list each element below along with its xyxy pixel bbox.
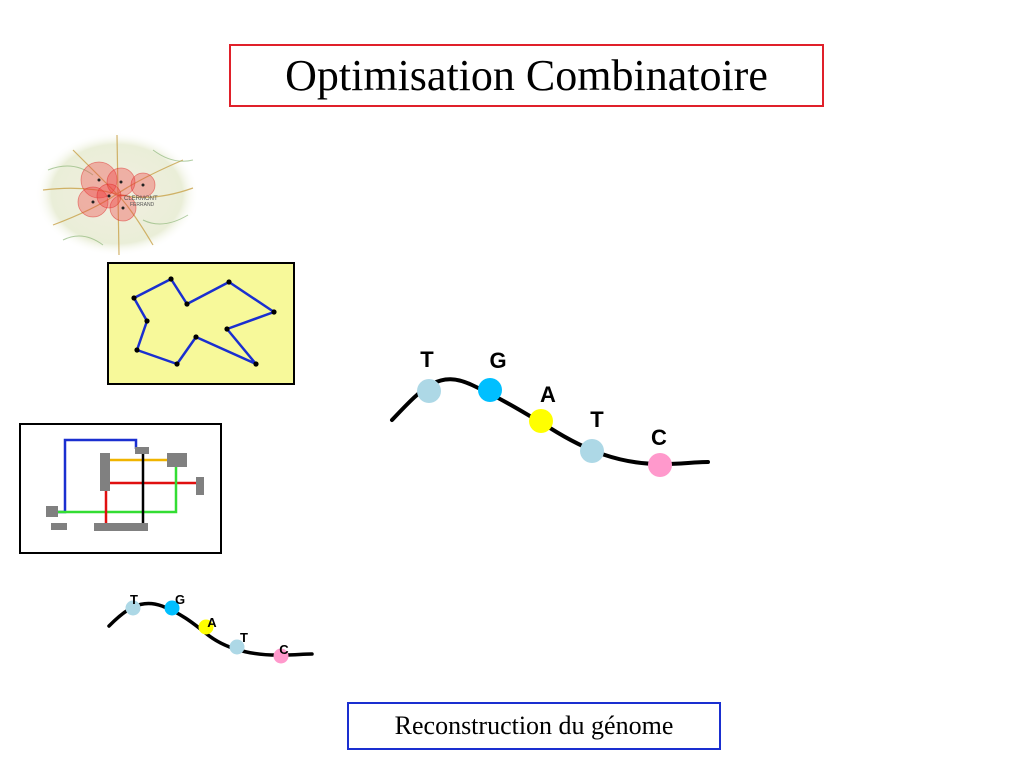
dna-large-base-label-4: T: [590, 407, 604, 432]
circuit-routing-panel: [19, 423, 222, 554]
dna-strand-large: T G A T C: [380, 340, 720, 480]
dna-large-base-5: [648, 453, 672, 477]
map-label-city: CLERMONT: [124, 196, 158, 202]
slide-title: Optimisation Combinatoire: [229, 44, 824, 107]
tsp-cities: [131, 276, 277, 367]
map-illustration: CLERMONT FERRAND: [33, 130, 201, 258]
dna-large-base-4: [580, 439, 604, 463]
dna-large-base-label-5: C: [651, 425, 667, 450]
dna-small-base-1: [125, 600, 141, 616]
slide-caption: Reconstruction du génome: [347, 702, 721, 750]
dna-small-base-label-4: T: [240, 630, 248, 645]
circuit-components: [46, 447, 204, 531]
dna-large-base-label-1: T: [420, 347, 434, 372]
dna-large-base-3: [529, 409, 553, 433]
dna-large-base-label-2: G: [489, 348, 506, 373]
dna-large-base-label-3: A: [540, 382, 556, 407]
dna-small-base-label-2: G: [175, 592, 185, 607]
dna-small-base-4: [229, 639, 245, 655]
dna-small-base-2: [164, 600, 180, 616]
tsp-tour-path: [132, 277, 276, 366]
dna-strand-small: T G A T C: [100, 590, 320, 670]
dna-large-base-2: [478, 378, 502, 402]
dna-small-base-label-1: T: [130, 592, 138, 607]
dna-small-base-5: [273, 648, 289, 664]
dna-small-base-label-3: A: [207, 615, 217, 630]
map-label-city-2: FERRAND: [130, 202, 155, 208]
tsp-tour-panel: [107, 262, 295, 385]
dna-small-base-3: [198, 619, 214, 635]
dna-small-base-label-5: C: [279, 642, 289, 657]
dna-large-base-1: [417, 379, 441, 403]
